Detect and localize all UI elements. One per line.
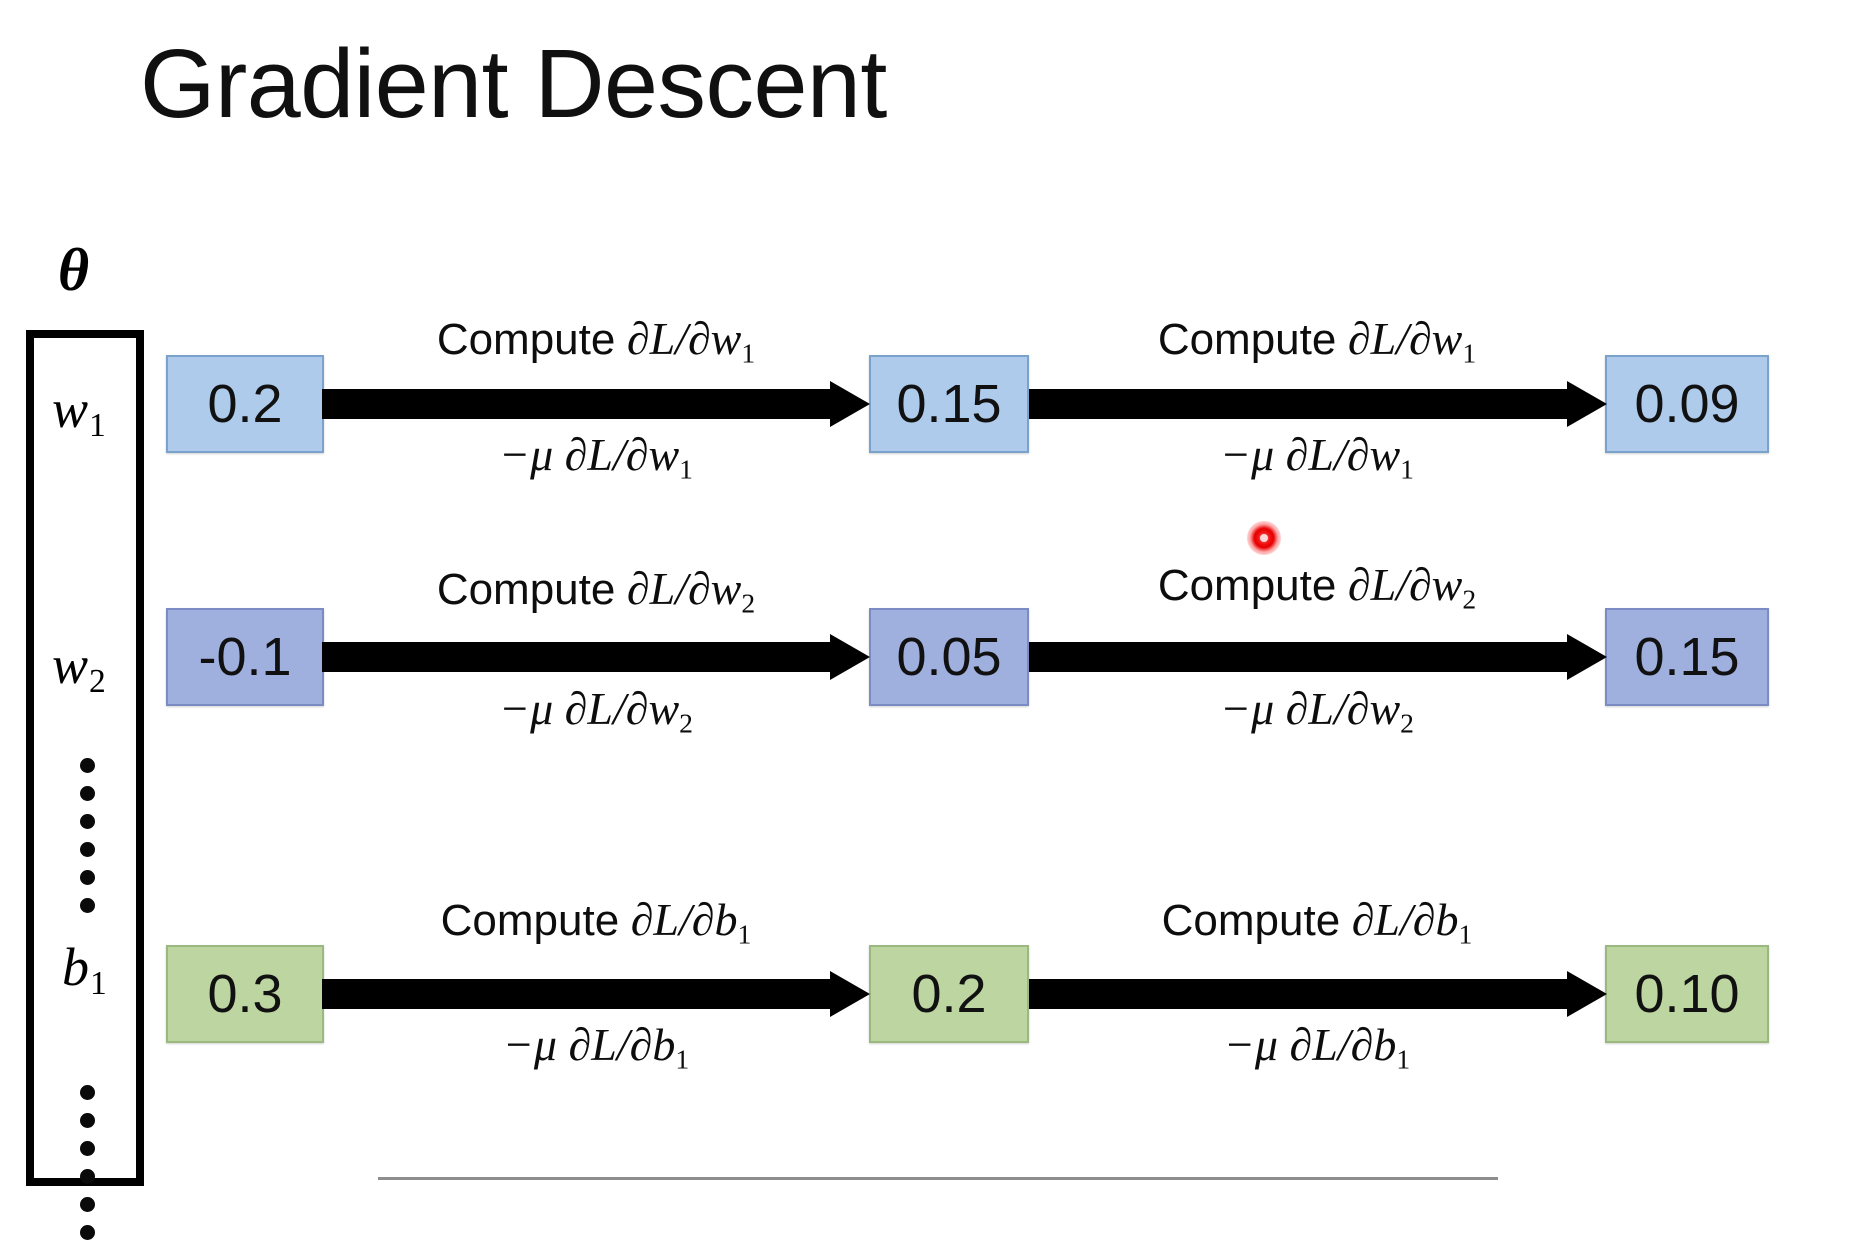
arrow-label-below-w1-step0: −μ ∂L/∂w1 (340, 428, 852, 485)
theta-symbol: θ (58, 237, 90, 303)
arrow-w1-step1 (1029, 381, 1607, 427)
gradient-expr-sub: 1 (1458, 918, 1473, 950)
param-sub-w2: 2 (89, 663, 106, 701)
param-sub-w1: 1 (89, 407, 106, 445)
gradient-expr: ∂L/∂b (630, 894, 738, 945)
compute-word: Compute (440, 896, 620, 945)
arrow-b1-step0 (322, 971, 870, 1017)
gradient-expr-sub: 1 (737, 918, 752, 950)
page-title: Gradient Descent (140, 29, 887, 138)
update-expr: −μ ∂L/∂w (499, 429, 680, 480)
arrow-w1-step0 (322, 381, 870, 427)
arrow-label-below-w1-step1: −μ ∂L/∂w1 (1046, 428, 1588, 485)
bottom-divider (378, 1177, 1498, 1180)
param-base-w2: w (52, 635, 89, 695)
arrow-label-above-b1-step0: Compute ∂L/∂b1 (340, 893, 852, 950)
update-expr: −μ ∂L/∂b (502, 1019, 676, 1070)
gradient-expr-sub: 2 (741, 587, 756, 619)
update-expr-sub: 1 (1400, 453, 1414, 485)
update-expr-sub: 1 (675, 1043, 690, 1075)
gradient-expr: ∂L/∂w (1347, 313, 1463, 364)
gradient-expr: ∂L/∂b (1351, 894, 1459, 945)
cursor-click-indicator (1247, 521, 1281, 555)
value-box-w2-step1: 0.05 (869, 608, 1029, 706)
update-expr: −μ ∂L/∂b (1223, 1019, 1397, 1070)
value-box-b1-step2: 0.10 (1605, 945, 1769, 1043)
update-expr-sub: 2 (1400, 707, 1414, 739)
value-box-b1-step0: 0.3 (166, 945, 324, 1043)
value-box-b1-step1: 0.2 (869, 945, 1029, 1043)
compute-word: Compute (1157, 561, 1337, 610)
param-base-b1: b (62, 937, 89, 997)
compute-word: Compute (1157, 315, 1337, 364)
gradient-expr: ∂L/∂w (626, 563, 742, 614)
arrow-label-below-b1-step0: −μ ∂L/∂b1 (340, 1018, 852, 1075)
value-box-w2-step2: 0.15 (1605, 608, 1769, 706)
arrow-label-above-w2-step0: Compute ∂L/∂w2 (340, 562, 852, 619)
arrow-label-below-w2-step0: −μ ∂L/∂w2 (340, 682, 852, 739)
update-expr: −μ ∂L/∂w (1220, 429, 1401, 480)
value-box-w2-step0: -0.1 (166, 608, 324, 706)
gradient-expr-sub: 1 (1462, 337, 1477, 369)
update-expr: −μ ∂L/∂w (499, 683, 680, 734)
param-label-b1: b1 (62, 936, 107, 1003)
compute-word: Compute (436, 565, 616, 614)
value-box-w1-step1: 0.15 (869, 355, 1029, 453)
value-box-w1-step2: 0.09 (1605, 355, 1769, 453)
arrow-label-above-w1-step1: Compute ∂L/∂w1 (1046, 312, 1588, 369)
arrow-b1-step1 (1029, 971, 1607, 1017)
arrow-label-below-w2-step1: −μ ∂L/∂w2 (1046, 682, 1588, 739)
value-box-w1-step0: 0.2 (166, 355, 324, 453)
gradient-expr: ∂L/∂w (626, 313, 742, 364)
update-expr-sub: 2 (679, 707, 693, 739)
arrow-label-below-b1-step1: −μ ∂L/∂b1 (1046, 1018, 1588, 1075)
compute-word: Compute (436, 315, 616, 364)
gradient-expr-sub: 2 (1462, 583, 1477, 615)
arrow-w2-step1 (1029, 634, 1607, 680)
arrow-label-above-w2-step1: Compute ∂L/∂w2 (1046, 558, 1588, 615)
arrow-label-above-b1-step1: Compute ∂L/∂b1 (1046, 893, 1588, 950)
update-expr-sub: 1 (1396, 1043, 1411, 1075)
slide-canvas: Gradient Descent θ w1 w2 b1 0.2 0.15 0.0… (26, 29, 1769, 1240)
update-expr-sub: 1 (679, 453, 693, 485)
vertical-ellipsis-icon-upper (76, 758, 98, 913)
arrow-label-above-w1-step0: Compute ∂L/∂w1 (340, 312, 852, 369)
gradient-expr-sub: 1 (741, 337, 756, 369)
arrow-w2-step0 (322, 634, 870, 680)
param-base-w1: w (52, 379, 89, 439)
param-label-w1: w1 (52, 378, 106, 445)
param-sub-b1: 1 (90, 965, 107, 1003)
vertical-ellipsis-icon-lower (76, 1085, 98, 1240)
update-expr: −μ ∂L/∂w (1220, 683, 1401, 734)
param-label-w2: w2 (52, 634, 106, 701)
compute-word: Compute (1161, 896, 1341, 945)
gradient-expr: ∂L/∂w (1347, 559, 1463, 610)
